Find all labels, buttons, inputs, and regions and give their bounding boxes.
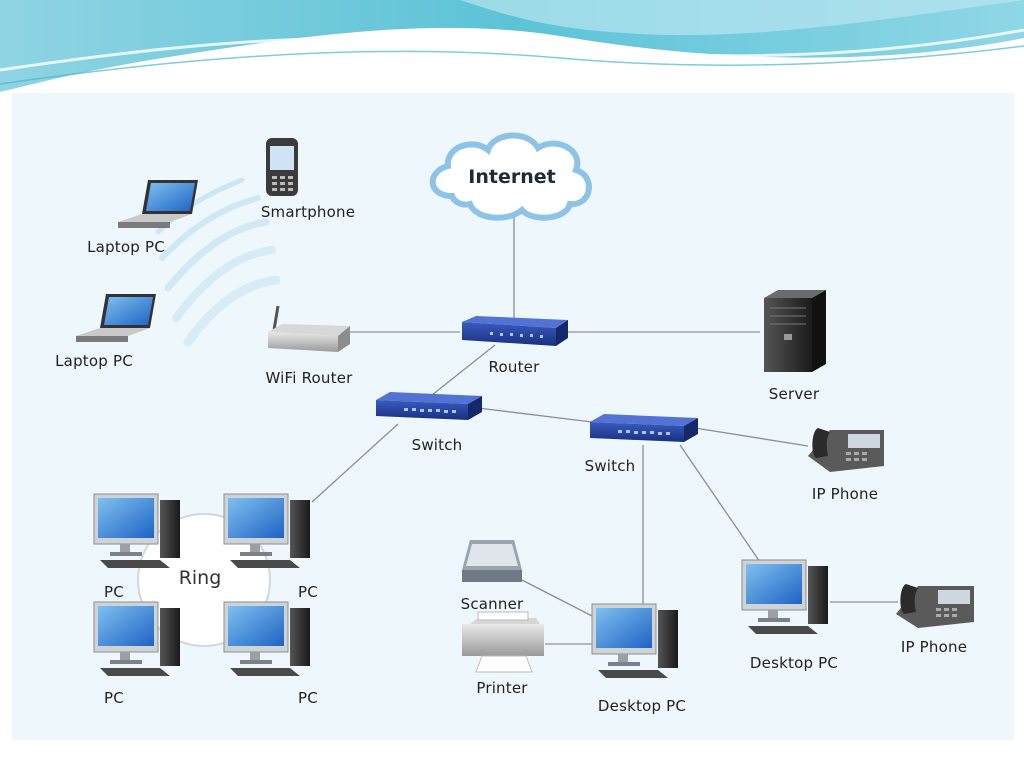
printer-icon [462, 611, 544, 673]
pc-label: PC [104, 583, 124, 601]
printer-label: Printer [476, 679, 528, 697]
ip-phone-label: IP Phone [811, 485, 879, 503]
header-wave-decoration [0, 0, 1024, 110]
wifi-waves [155, 177, 281, 347]
router-label: Router [488, 358, 540, 376]
connection-lines [311, 212, 898, 645]
switch-label: Switch [584, 457, 636, 475]
pc-label: PC [104, 689, 124, 707]
wifi-router-icon [268, 305, 350, 352]
link-switch2-desktop2 [679, 444, 761, 563]
switch-label: Switch [411, 436, 463, 454]
ring-label: Ring [178, 567, 222, 589]
cloud-icon [429, 132, 592, 221]
wifi-router-label: WiFi Router [265, 369, 353, 387]
internet-label: Internet [468, 166, 556, 188]
server-label: Server [768, 385, 820, 403]
ip-phone-icon [808, 428, 884, 472]
desktop-pc-icon [591, 603, 678, 678]
desktop-pc-icon [93, 493, 180, 568]
desktop-pc-icon [93, 601, 180, 676]
desktop-pc-label: Desktop PC [749, 654, 839, 672]
desktop-pc-icon [223, 493, 310, 568]
smartphone-icon [266, 138, 298, 196]
link-switch1-ring [311, 423, 399, 503]
server-icon [764, 290, 826, 372]
laptop-label: Laptop PC [55, 352, 133, 370]
switch-icon [376, 392, 482, 420]
laptop-icon [76, 294, 156, 342]
smartphone-label: Smartphone [260, 203, 356, 221]
link-scanner-desktop [521, 579, 597, 619]
pc-label: PC [298, 583, 318, 601]
laptop-icon [118, 180, 198, 228]
desktop-pc-icon [741, 559, 828, 634]
desktop-pc-label: Desktop PC [597, 697, 687, 715]
laptop-label: Laptop PC [87, 238, 165, 256]
link-switch2-ipphone [694, 427, 809, 447]
ip-phone-icon [896, 584, 974, 628]
scanner-label: Scanner [460, 595, 524, 613]
scanner-icon [462, 540, 522, 582]
router-icon [462, 316, 568, 346]
ip-phone-label: IP Phone [900, 638, 968, 656]
switch-icon [590, 414, 698, 442]
link-switch1-switch2 [477, 407, 593, 423]
link-router-switch1 [431, 344, 496, 396]
desktop-pc-icon [223, 601, 310, 676]
pc-label: PC [298, 689, 318, 707]
